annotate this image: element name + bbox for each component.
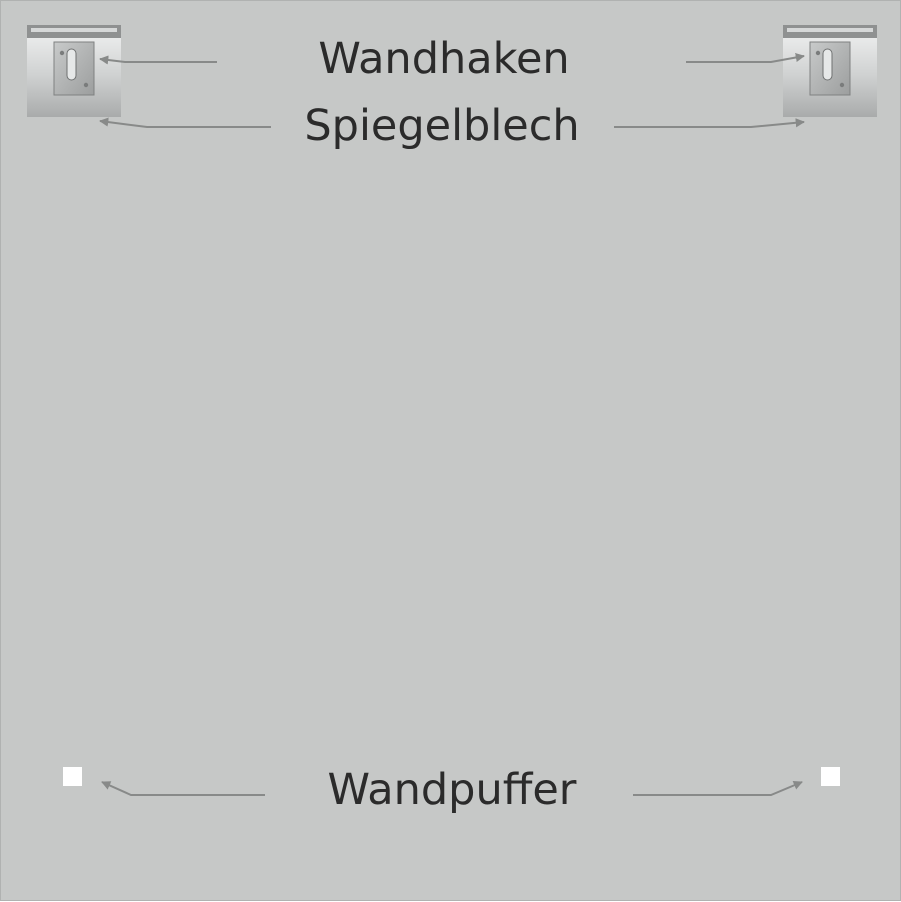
- arrow-wandpuffer-left: [101, 781, 265, 796]
- wall-buffer-label: Wandpuffer: [327, 765, 577, 815]
- mirror-plate-label: Spiegelblech: [304, 101, 580, 151]
- right-bracket-top-highlight: [787, 28, 873, 32]
- right-hook-screw-bottom: [839, 82, 845, 88]
- arrow-wandhaken-left: [99, 55, 217, 65]
- arrow-wandhaken-right: [686, 52, 805, 63]
- right-bracket-icon: [783, 25, 877, 117]
- left-bracket-top-highlight: [31, 28, 117, 32]
- left-hook-slot: [66, 48, 77, 81]
- right-wall-buffer-pad-icon: [821, 767, 840, 786]
- left-hook-screw-top: [59, 50, 65, 56]
- left-bracket-icon: [27, 25, 121, 117]
- right-hook-slot: [822, 48, 833, 81]
- pointer-arrows: [99, 52, 805, 796]
- arrow-spiegelblech-right: [614, 118, 805, 128]
- wall-hook-label: Wandhaken: [318, 34, 570, 84]
- left-hook-screw-bottom: [83, 82, 89, 88]
- arrow-spiegelblech-left: [99, 117, 271, 128]
- right-hook-screw-top: [815, 50, 821, 56]
- left-wall-buffer-pad-icon: [63, 767, 82, 786]
- arrow-wandpuffer-right: [633, 780, 803, 796]
